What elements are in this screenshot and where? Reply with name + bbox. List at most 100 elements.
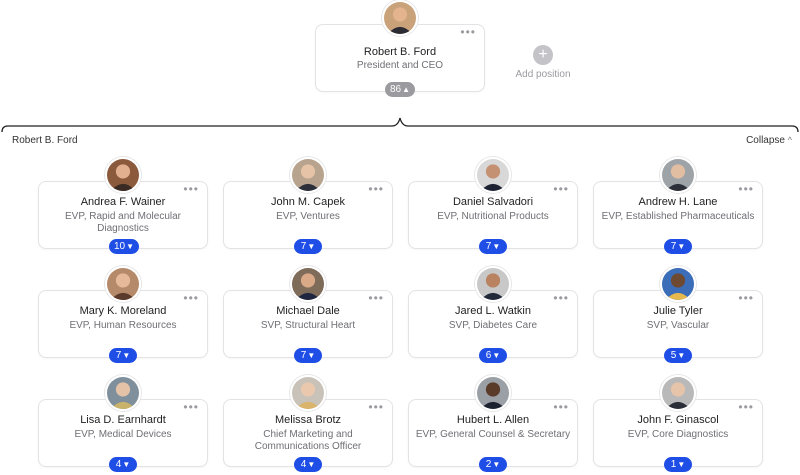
chevron-down-icon: ▼ (492, 460, 501, 469)
person-photo-icon (662, 268, 694, 300)
direct-reports-toggle[interactable]: 7▼ (294, 348, 322, 363)
position-name: Lisa D. Earnhardt (80, 414, 166, 426)
position-title: President and CEO (356, 60, 444, 71)
chevron-down-icon: ▼ (677, 242, 686, 251)
avatar[interactable] (475, 266, 511, 302)
position-title: SVP, Structural Heart (260, 320, 356, 331)
avatar[interactable] (290, 375, 326, 411)
person-photo-icon (292, 268, 324, 300)
chevron-down-icon: ▼ (307, 351, 316, 360)
person-photo-icon (662, 159, 694, 191)
person-photo-icon (662, 377, 694, 409)
direct-reports-toggle[interactable]: 4▼ (294, 457, 322, 472)
direct-reports-toggle[interactable]: 5▼ (664, 348, 692, 363)
position-name: Daniel Salvadori (452, 196, 534, 208)
add-position-button[interactable]: + (533, 45, 553, 65)
position-name: Robert B. Ford (363, 46, 437, 58)
more-options-icon[interactable]: ••• (183, 291, 199, 305)
position-title: SVP, Vascular (646, 320, 710, 331)
chevron-up-icon: ^ (787, 135, 792, 145)
reports-count: 2 (485, 459, 492, 470)
reports-count: 86 (389, 84, 402, 95)
more-options-icon[interactable]: ••• (368, 182, 384, 196)
direct-reports-toggle[interactable]: 1▼ (664, 457, 692, 472)
person-photo-icon (107, 377, 139, 409)
direct-reports-toggle[interactable]: 2▼ (479, 457, 507, 472)
more-options-icon[interactable]: ••• (553, 182, 569, 196)
person-photo-icon (107, 268, 139, 300)
more-options-icon[interactable]: ••• (368, 291, 384, 305)
position-title: EVP, Rapid and Molecular Diagnostics (65, 211, 181, 234)
position-name: Mary K. Moreland (79, 305, 167, 317)
reports-count: 7 (300, 241, 307, 252)
more-options-icon[interactable]: ••• (553, 291, 569, 305)
position-name: Julie Tyler (653, 305, 703, 317)
direct-reports-toggle[interactable]: 6▼ (479, 348, 507, 363)
person-photo-icon (107, 159, 139, 191)
position-title: EVP, Nutritional Products (437, 211, 549, 222)
more-options-icon[interactable]: ••• (553, 400, 569, 414)
direct-reports-toggle[interactable]: 10▼ (109, 239, 140, 254)
group-label: Robert B. Ford (12, 135, 78, 146)
chevron-down-icon: ▼ (677, 460, 686, 469)
position-title: SVP, Diabetes Care (448, 320, 538, 331)
position-title: EVP, Core Diagnostics (627, 429, 729, 440)
chevron-down-icon: ▼ (122, 460, 131, 469)
avatar[interactable] (105, 266, 141, 302)
position-title: EVP, Established Pharmaceuticals (601, 211, 755, 222)
avatar[interactable] (660, 157, 696, 193)
more-options-icon[interactable]: ••• (738, 182, 754, 196)
person-photo-icon (292, 377, 324, 409)
chevron-down-icon: ▼ (126, 242, 135, 251)
reports-count: 6 (485, 350, 492, 361)
person-photo-icon (292, 159, 324, 191)
more-options-icon[interactable]: ••• (738, 400, 754, 414)
chevron-down-icon: ▼ (677, 351, 686, 360)
direct-reports-toggle[interactable]: 7▼ (479, 239, 507, 254)
avatar[interactable] (290, 157, 326, 193)
avatar[interactable] (660, 266, 696, 302)
chevron-down-icon: ▼ (307, 460, 316, 469)
reports-count: 7 (115, 350, 122, 361)
more-options-icon[interactable]: ••• (183, 182, 199, 196)
position-name: Andrew H. Lane (638, 196, 718, 208)
person-photo-icon (477, 159, 509, 191)
avatar[interactable] (475, 375, 511, 411)
chevron-up-icon: ▲ (402, 85, 411, 94)
position-name: Melissa Brotz (274, 414, 342, 426)
reports-count: 1 (670, 459, 677, 470)
avatar[interactable] (105, 157, 141, 193)
position-title: EVP, Ventures (276, 211, 340, 222)
position-name: Jared L. Watkin (454, 305, 531, 317)
direct-reports-toggle[interactable]: 4▼ (109, 457, 137, 472)
direct-reports-toggle[interactable]: 7▼ (664, 239, 692, 254)
reports-count: 4 (300, 459, 307, 470)
direct-reports-toggle[interactable]: 7▼ (294, 239, 322, 254)
position-name: John M. Capek (271, 196, 345, 208)
reports-count: 4 (115, 459, 122, 470)
more-options-icon[interactable]: ••• (368, 400, 384, 414)
add-position-label[interactable]: Add position (515, 69, 571, 80)
more-options-icon[interactable]: ••• (738, 291, 754, 305)
reports-count: 5 (670, 350, 677, 361)
chevron-down-icon: ▼ (122, 351, 131, 360)
direct-reports-toggle[interactable]: 7▼ (109, 348, 137, 363)
more-options-icon[interactable]: ••• (183, 400, 199, 414)
avatar[interactable] (660, 375, 696, 411)
position-name: Andrea F. Wainer (80, 196, 166, 208)
avatar[interactable] (382, 0, 418, 36)
avatar[interactable] (290, 266, 326, 302)
more-options-icon[interactable]: ••• (460, 25, 476, 39)
collapse-button[interactable]: Collapse ^ (746, 135, 792, 146)
avatar[interactable] (105, 375, 141, 411)
direct-reports-toggle[interactable]: 86▲ (385, 82, 415, 97)
reports-count: 7 (670, 241, 677, 252)
collapse-label: Collapse (746, 135, 785, 146)
position-name: Hubert L. Allen (456, 414, 530, 426)
chevron-down-icon: ▼ (492, 242, 501, 251)
reports-count: 10 (114, 241, 126, 252)
chevron-down-icon: ▼ (307, 242, 316, 251)
chevron-down-icon: ▼ (492, 351, 501, 360)
avatar[interactable] (475, 157, 511, 193)
reports-count: 7 (485, 241, 492, 252)
